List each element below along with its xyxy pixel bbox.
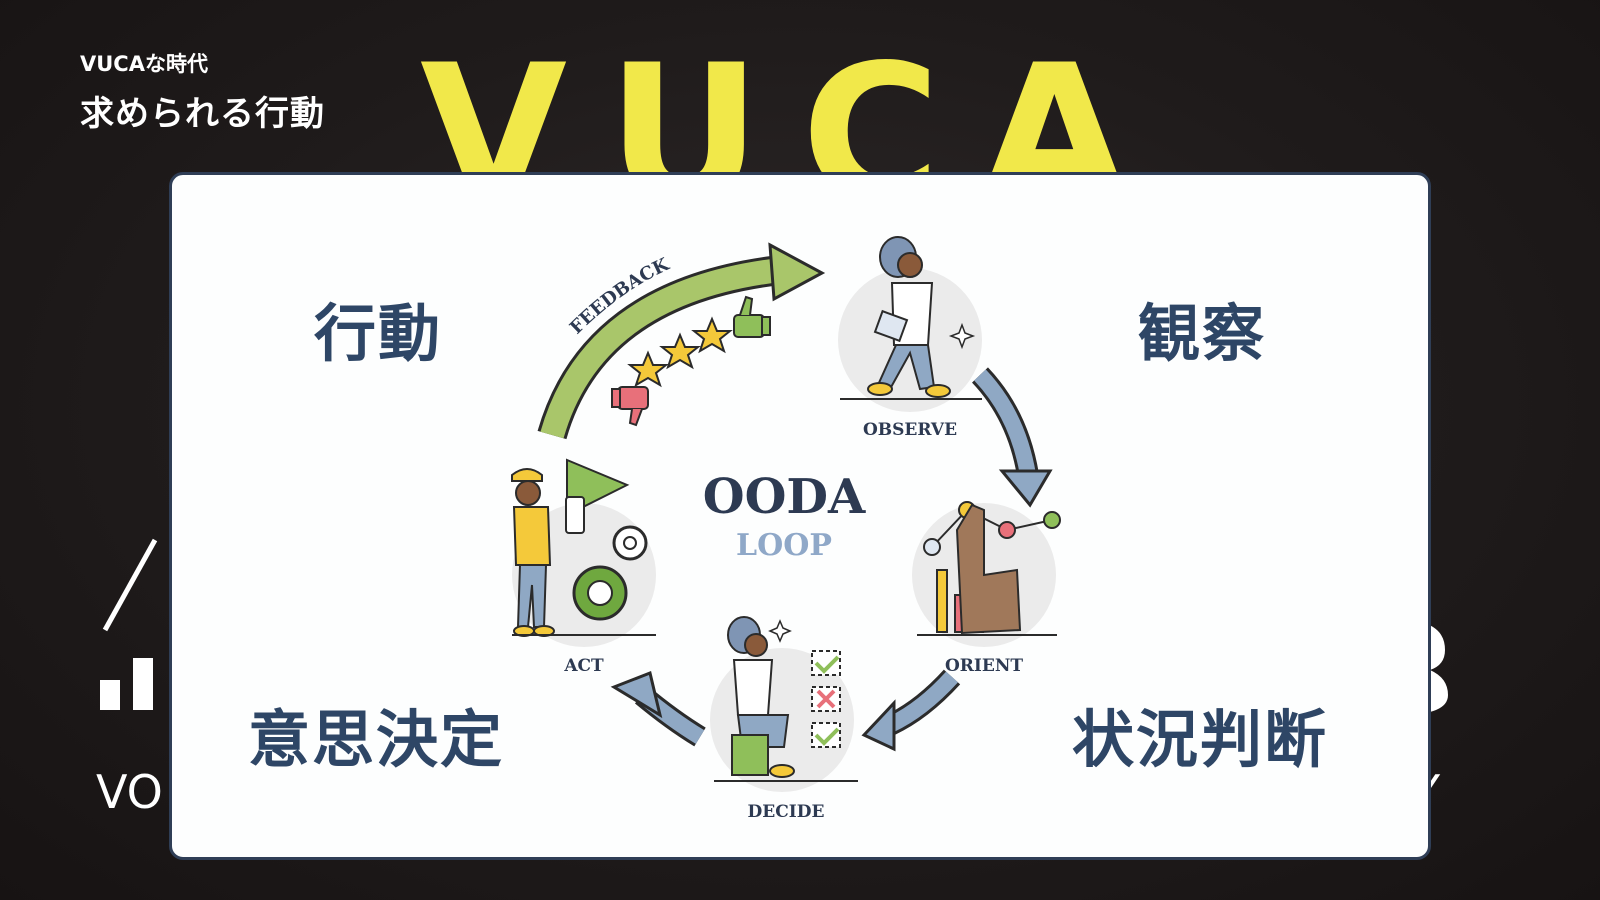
sparkle-icon [948, 322, 976, 350]
loop-subtitle: LOOP [736, 528, 832, 563]
tablet-icon [565, 496, 585, 534]
label-act-jp: 行動 [314, 297, 443, 370]
step-orient: ORIENT [945, 656, 1023, 676]
bg-peek-left: VO [96, 765, 163, 819]
hard-hat-icon [511, 468, 543, 482]
orient-illustration [912, 501, 1061, 647]
sparkle-icon [768, 619, 792, 643]
pointing-hand-icon [955, 503, 1022, 635]
observe-illustration [838, 236, 982, 412]
checklist-icon [811, 650, 841, 748]
arrow-observe-to-orient [971, 367, 1053, 508]
vuca-word: VUCA [420, 40, 1160, 180]
rating-stars [627, 316, 733, 388]
ooda-title: OODA [703, 469, 866, 525]
step-observe: OBSERVE [863, 420, 957, 440]
slide-title: 求められる行動 [80, 94, 325, 134]
star-icon [691, 316, 733, 354]
thumbs-down-icon [611, 386, 649, 427]
bg-slash-decoration [100, 538, 158, 710]
star-icon [627, 350, 669, 388]
star-icon [659, 332, 701, 370]
thumbs-up-icon [733, 295, 771, 338]
decide-illustration [710, 616, 858, 792]
ooda-panel: 行動 観察 意思決定 状況判断 FEEDBACK [169, 172, 1431, 860]
label-orient-jp: 状況判断 [1072, 703, 1329, 776]
step-act: ACT [563, 656, 604, 676]
arrow-decide-to-act [610, 670, 706, 747]
label-observe-jp: 観察 [1138, 297, 1267, 370]
act-illustration [511, 458, 656, 647]
slide-subtitle: VUCAな時代 [80, 52, 208, 76]
feedback-arrow [537, 242, 826, 440]
ooda-loop-diagram: FEEDBACK [511, 236, 1061, 822]
step-decide: DECIDE [748, 802, 825, 822]
label-decide-jp: 意思決定 [248, 703, 505, 776]
vuca-background-word: VUCA [420, 40, 1160, 180]
arrow-orient-to-decide [861, 669, 961, 752]
